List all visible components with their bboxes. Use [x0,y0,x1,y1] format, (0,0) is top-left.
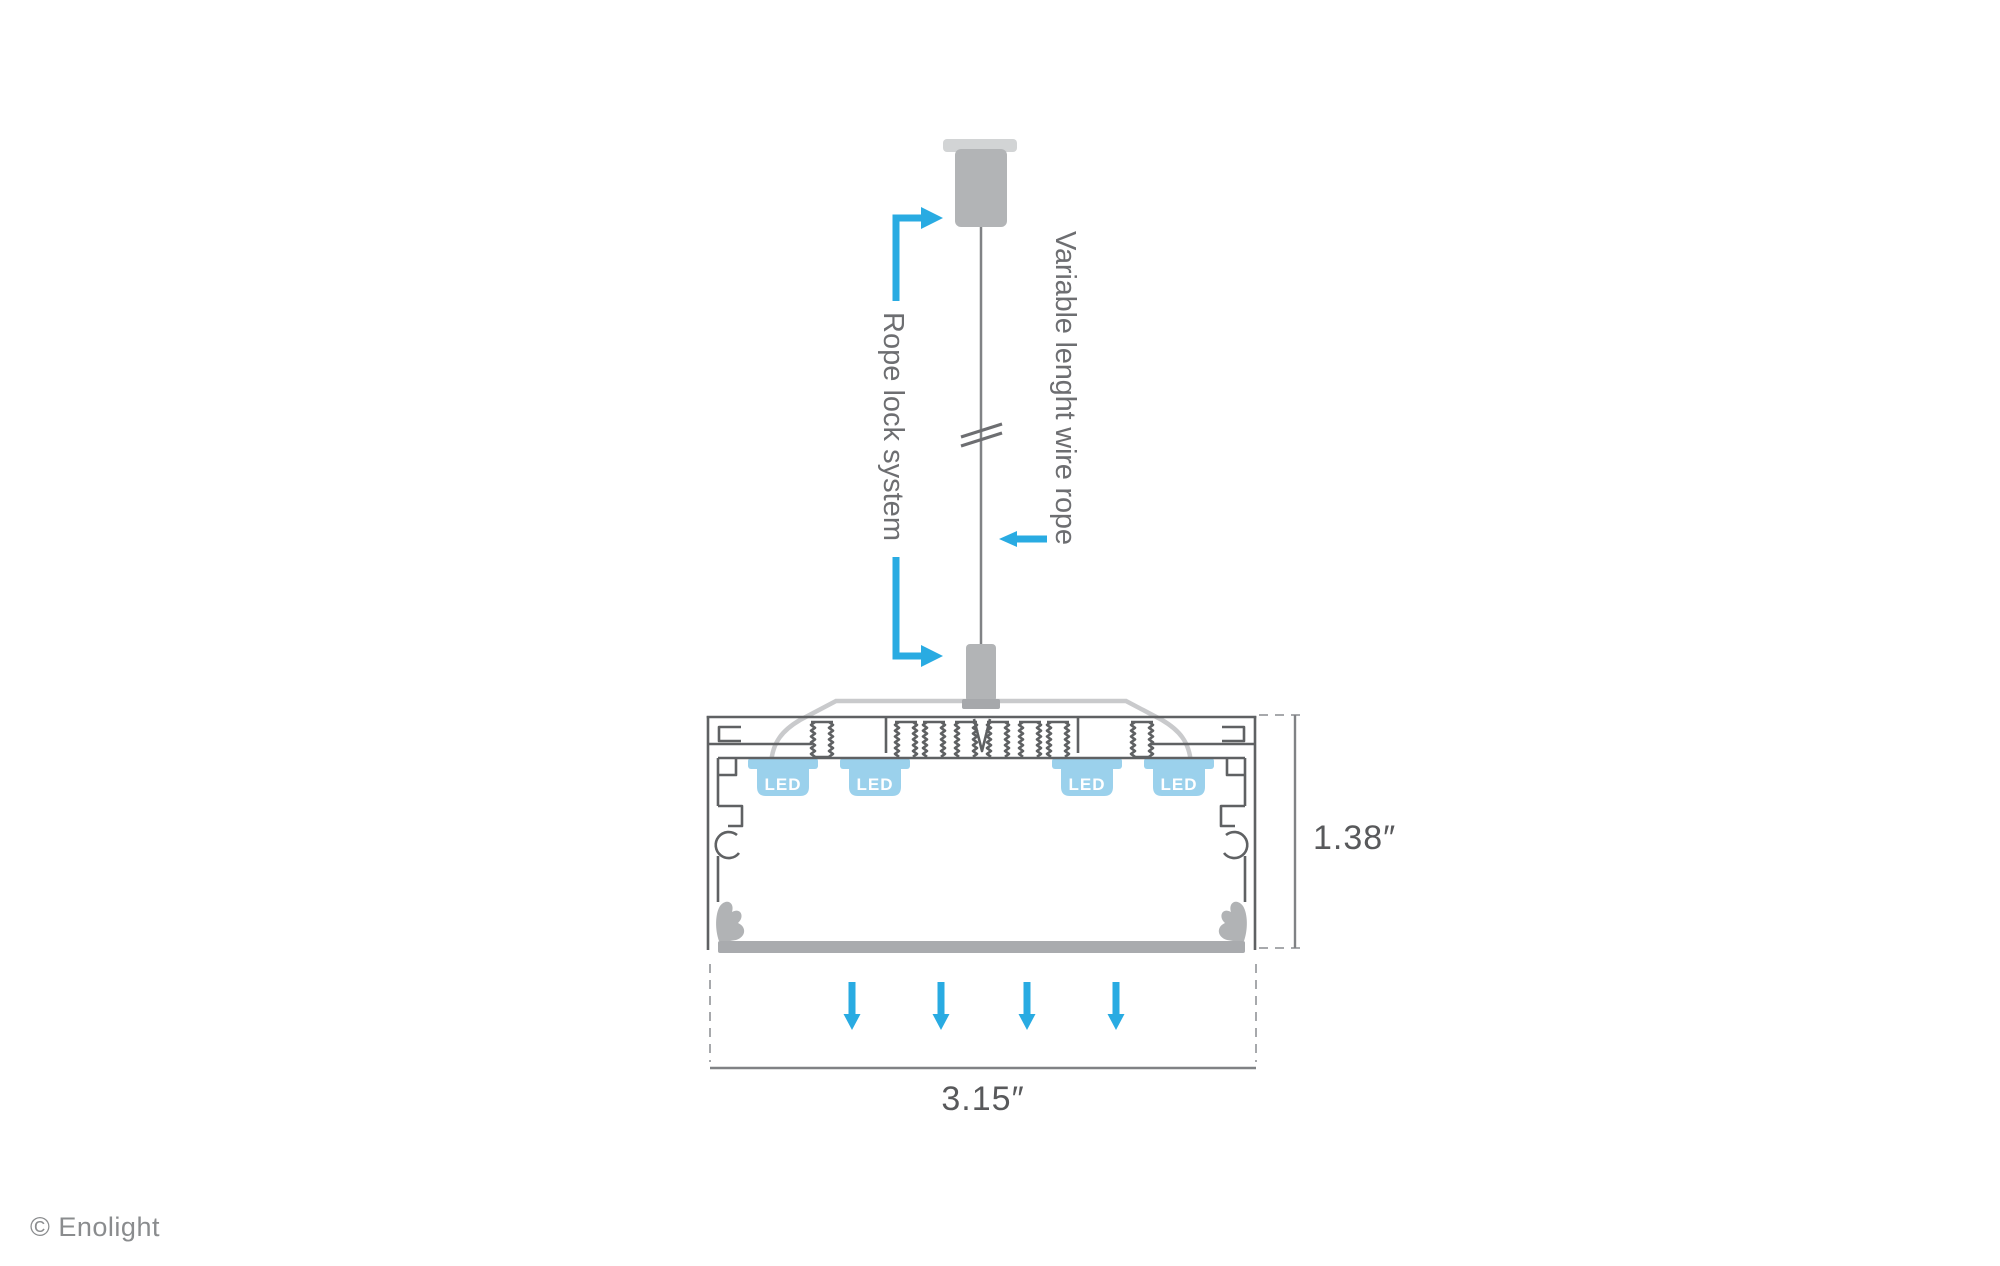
width-dimension-value: 3.15″ [941,1080,1024,1118]
arrowhead-right-icon [921,207,943,229]
square-channel-right [1219,804,1245,828]
led-modules [748,758,1214,796]
flange-hook-left [717,725,741,743]
arrowhead-left-icon [999,531,1017,547]
corner-clip-left [716,901,745,941]
wire-break-symbol [960,422,1003,448]
wire-rope-callout [999,531,1047,547]
led-module [840,758,910,796]
extrusion-outline [706,715,1257,950]
rope-lock-callout-top [892,207,943,301]
flange-hook-right [1222,725,1246,743]
c-channel-left [714,830,741,860]
square-channel-left [718,804,744,828]
rope-lock-callout-bottom [892,557,943,667]
height-dimension: 1.38″ [1259,714,1396,949]
light-emission-arrows [843,982,1125,1030]
ceiling-canopy [943,139,1017,227]
profile-cross-section: LED LED LED LED [706,715,1257,953]
diffuser-bar [718,941,1245,953]
led-label: LED [1161,775,1198,794]
led-label: LED [765,775,802,794]
width-dimension: 3.15″ [709,964,1257,1118]
plate-step-left [718,758,738,777]
down-arrow-icon [1107,982,1125,1030]
canopy-cap [943,139,1017,152]
arrowhead-right-icon [921,645,943,667]
variable-wire-rope-label: Variable lenght wire rope [1049,231,1081,546]
height-dimension-value: 1.38″ [1313,819,1396,857]
canopy-body [955,149,1007,227]
rope-lock-system-label: Rope lock system [877,312,909,542]
down-arrow-icon [843,982,861,1030]
led-module [1052,758,1122,796]
gripper-body [966,644,996,702]
c-channel-right [1222,830,1249,860]
plate-step-right [1225,758,1245,777]
rope-gripper [962,644,1000,709]
mounting-bracket [768,698,1194,768]
led-module [1144,758,1214,796]
copyright-notice: © Enolight [30,1212,160,1242]
led-module [748,758,818,796]
corner-clip-right [1218,901,1247,941]
led-label: LED [1069,775,1106,794]
led-label: LED [857,775,894,794]
down-arrow-icon [932,982,950,1030]
down-arrow-icon [1018,982,1036,1030]
gripper-foot [962,699,1000,709]
